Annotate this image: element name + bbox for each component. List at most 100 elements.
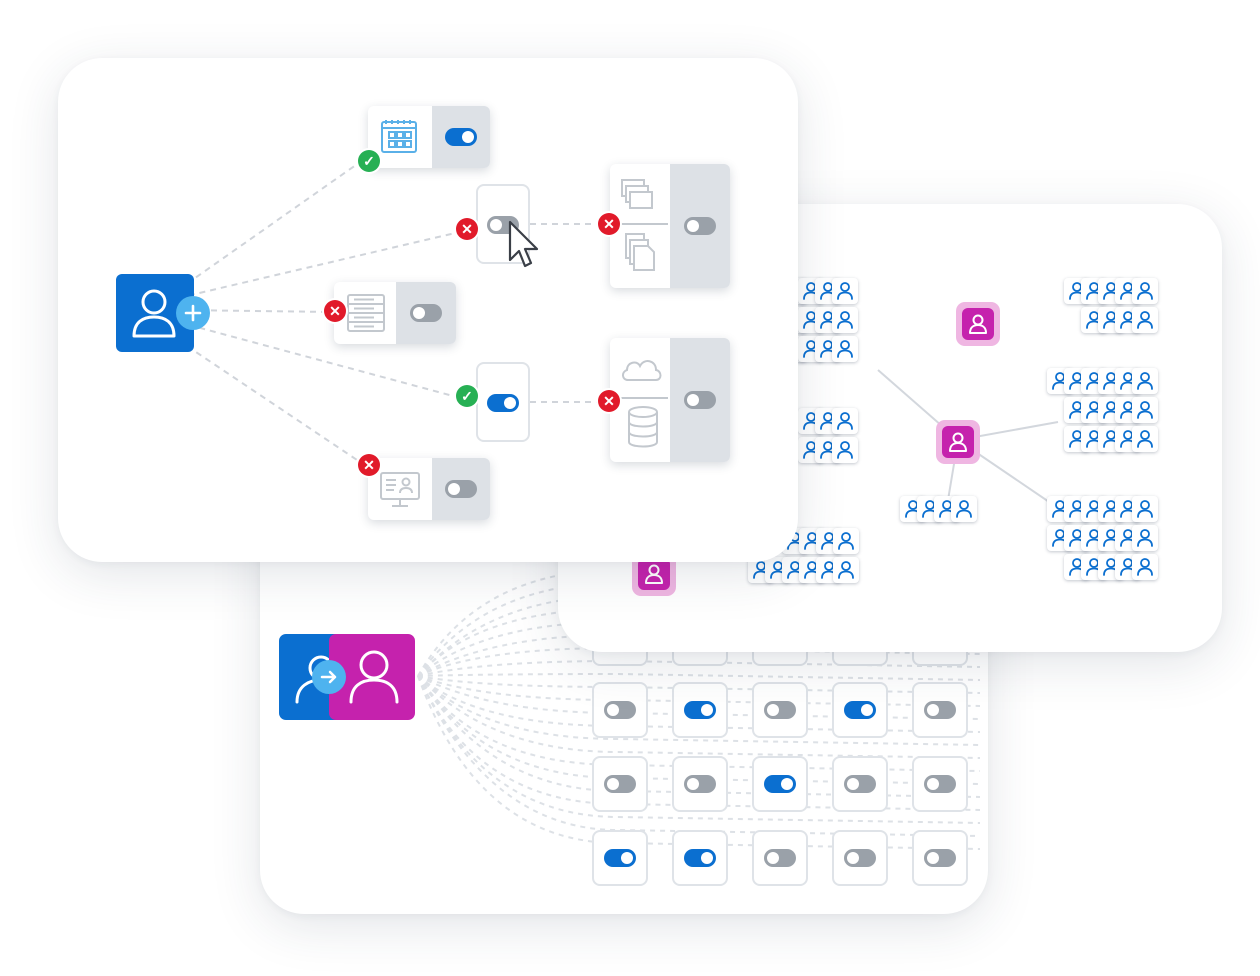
permission-toggle[interactable]	[764, 701, 796, 719]
database-icon	[628, 406, 658, 448]
user-chip	[1132, 554, 1158, 580]
permission-toggle[interactable]	[764, 775, 796, 793]
user-hub-icon	[949, 432, 967, 452]
permission-tile	[752, 682, 808, 738]
fan-connection-line	[417, 568, 981, 677]
user-chip	[1132, 525, 1158, 551]
calendar-app-access	[368, 106, 490, 168]
toggle-panel	[432, 106, 490, 168]
remote-desktop-access	[368, 458, 490, 520]
fan-connection-line	[417, 633, 981, 677]
toggle-panel	[396, 282, 456, 344]
fan-connection-line	[417, 675, 981, 707]
documents-icon	[625, 233, 655, 271]
user-chip	[1132, 496, 1158, 522]
fan-connection-line	[417, 675, 981, 837]
permission-toggle[interactable]	[684, 701, 716, 719]
permission-toggle[interactable]	[604, 849, 636, 867]
permission-tile	[592, 682, 648, 738]
permission-tile	[912, 756, 968, 812]
user-icon	[349, 650, 399, 704]
toggle-panel	[670, 164, 730, 288]
storage-group-tile	[476, 362, 530, 442]
mouse-cursor-icon	[508, 220, 539, 268]
permission-toggle[interactable]	[604, 775, 636, 793]
plus-icon	[176, 296, 210, 330]
permission-toggle[interactable]	[844, 701, 876, 719]
permission-toggle[interactable]	[924, 849, 956, 867]
toggle-panel	[670, 338, 730, 462]
user-chip	[833, 528, 859, 554]
user-chip	[832, 437, 858, 463]
user-hub-icon	[969, 314, 987, 334]
user-chip	[1132, 278, 1158, 304]
user-chip	[832, 307, 858, 333]
calendar-app-icon	[381, 120, 417, 153]
permission-toggle[interactable]	[764, 849, 796, 867]
permission-toggle[interactable]	[844, 775, 876, 793]
permission-tile	[672, 756, 728, 812]
user-chip	[832, 336, 858, 362]
permission-tile	[832, 682, 888, 738]
permission-toggle[interactable]	[684, 849, 716, 867]
windows-stack-icon	[618, 179, 668, 271]
permission-tile	[832, 756, 888, 812]
user-chip	[951, 496, 977, 522]
user-chip	[832, 408, 858, 434]
permission-tile	[832, 830, 888, 886]
server-rack-icon	[347, 294, 385, 332]
user-chip	[833, 557, 859, 583]
permission-tile	[672, 830, 728, 886]
fan-connection-line	[417, 675, 981, 759]
calendar-access-toggle[interactable]	[445, 128, 477, 146]
user-chip	[1132, 426, 1158, 452]
user-chip	[1132, 397, 1158, 423]
denied-x-icon: ✕	[456, 218, 478, 240]
storage-group-toggle[interactable]	[487, 394, 519, 412]
user-chip	[1132, 368, 1158, 394]
remote-desktop-icon	[380, 472, 420, 507]
server-access-toggle[interactable]	[410, 304, 442, 322]
approved-check-icon: ✓	[358, 150, 380, 172]
user-hub-icon	[645, 564, 663, 584]
cloud-icon	[618, 360, 668, 448]
central-group-hub[interactable]	[936, 420, 980, 464]
permission-toggle[interactable]	[684, 775, 716, 793]
fan-connection-line	[417, 675, 981, 772]
access-provisioning-card: ✓ ✕ ✕ ✓	[58, 58, 798, 562]
cloud-storage-toggle[interactable]	[684, 391, 716, 409]
fan-connection-line	[417, 607, 981, 677]
denied-x-icon: ✕	[598, 213, 620, 235]
permission-tile	[592, 756, 648, 812]
fan-connection-line	[417, 672, 981, 681]
permission-tile	[752, 756, 808, 812]
target-user-tile[interactable]	[329, 634, 415, 720]
permission-tile	[912, 682, 968, 738]
user-chip	[832, 278, 858, 304]
permission-toggle[interactable]	[924, 701, 956, 719]
permission-toggle[interactable]	[844, 849, 876, 867]
toggle-panel	[432, 458, 490, 520]
user-chip	[1132, 307, 1158, 333]
permission-toggle[interactable]	[924, 775, 956, 793]
documents-access-toggle[interactable]	[684, 217, 716, 235]
permission-tile	[912, 830, 968, 886]
cloud-storage-access	[610, 338, 730, 462]
permission-tile	[592, 830, 648, 886]
fan-connection-line	[417, 675, 981, 720]
permission-toggle[interactable]	[604, 701, 636, 719]
denied-x-icon: ✕	[324, 300, 346, 322]
fan-connection-line	[417, 646, 981, 677]
documents-access	[610, 164, 730, 288]
fan-connection-line	[417, 675, 981, 746]
standalone-group-hub[interactable]	[956, 302, 1000, 346]
denied-x-icon: ✕	[358, 454, 380, 476]
server-access	[334, 282, 456, 344]
remote-desktop-toggle[interactable]	[445, 480, 477, 498]
permission-tile	[672, 682, 728, 738]
approved-check-icon: ✓	[456, 385, 478, 407]
arrow-right-icon	[312, 660, 346, 694]
denied-x-icon: ✕	[598, 390, 620, 412]
permission-tile	[752, 830, 808, 886]
user-add-icon	[132, 289, 176, 338]
